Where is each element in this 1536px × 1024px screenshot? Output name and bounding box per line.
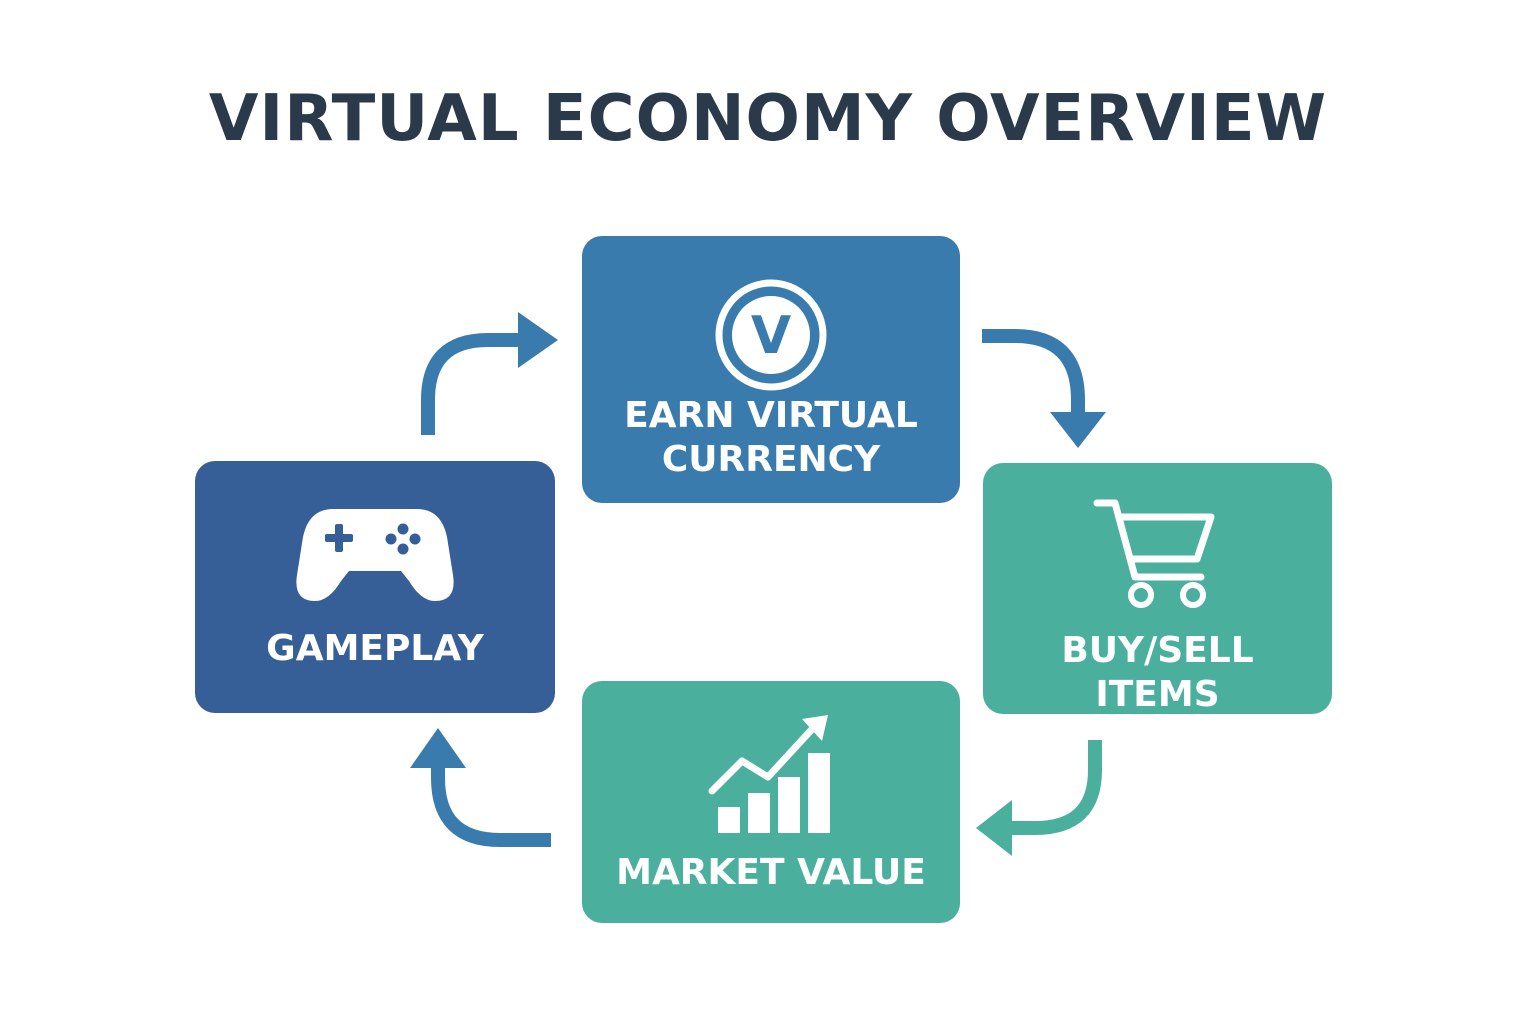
- bar-chart-trend-icon: [582, 713, 960, 837]
- node-gameplay: GAMEPLAY: [195, 461, 555, 713]
- coin-letter: V: [751, 306, 791, 366]
- node-label: BUY/SELL ITEMS: [983, 629, 1332, 717]
- arrow-buysell-to-market: [976, 740, 1102, 856]
- label-line-2: CURRENCY: [661, 439, 881, 480]
- node-label: GAMEPLAY: [266, 628, 484, 669]
- shopping-cart-icon: [983, 497, 1332, 613]
- label-line-2: ITEMS: [1095, 674, 1220, 715]
- node-buy-sell-items: BUY/SELL ITEMS: [983, 463, 1332, 717]
- arrow-market-to-gameplay: [410, 728, 551, 847]
- node-label: EARN VIRTUAL CURRENCY: [582, 394, 960, 482]
- gamepad-icon: [195, 503, 555, 603]
- v-coin-icon: V: [582, 278, 960, 392]
- node-market-value: MARKET VALUE: [582, 681, 960, 923]
- label-line-1: EARN VIRTUAL: [624, 395, 918, 436]
- label-line-1: BUY/SELL: [1061, 630, 1254, 671]
- diagram-title: VIRTUAL ECONOMY OVERVIEW: [208, 82, 1328, 156]
- arrow-earn-to-buysell: [982, 329, 1106, 448]
- arrow-gameplay-to-earn: [421, 312, 558, 435]
- node-earn-virtual-currency: V EARN VIRTUAL CURRENCY: [582, 236, 960, 503]
- node-label: MARKET VALUE: [616, 852, 926, 893]
